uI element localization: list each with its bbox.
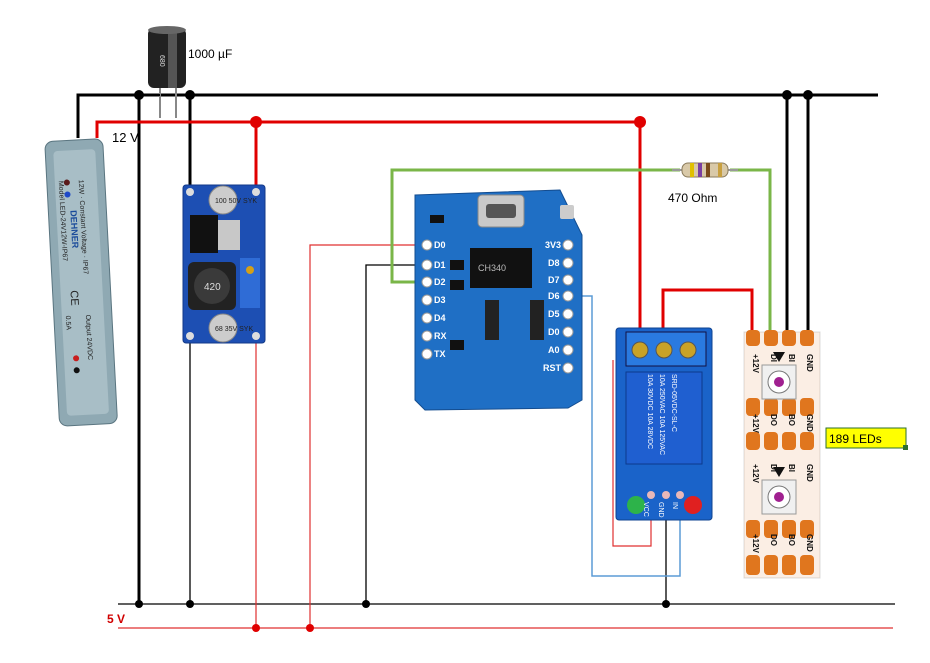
strip-label: +12V — [751, 464, 760, 484]
data-wire-blue — [568, 295, 681, 577]
d1-right-pins: 3V3 D8 D7 D6 D5 D0 A0 RST — [543, 239, 574, 374]
strip-label: BI — [787, 354, 796, 362]
d1-left-pins: D0 D1 D2 D3 D4 RX TX — [421, 239, 447, 360]
pin-label: D2 — [434, 277, 446, 287]
relay-pin-gnd: GND — [657, 502, 664, 518]
gnd-rail-top — [76, 93, 878, 604]
junction-dots — [134, 90, 813, 632]
pin-label: RX — [434, 331, 447, 341]
relay-text-3: 10A 30VDC 10A 28VDC — [646, 374, 653, 449]
inductor-label: 420 — [204, 282, 221, 293]
strip-label: BI — [787, 464, 796, 472]
power-supply: DEHNER 12W · Constant Voltage · IP67 Mod… — [44, 138, 118, 427]
led-count-label: 189 LEDs — [829, 432, 882, 446]
resistor — [672, 162, 738, 178]
capacitor-text: 680 — [158, 55, 165, 67]
psu-line1: 12W · Constant Voltage · IP67 — [77, 180, 89, 275]
d1-mini-board: CH340 D0 D1 D2 D3 D4 RX TX — [414, 189, 583, 411]
gnd-rail-bottom — [118, 264, 895, 605]
strip-label: BO — [787, 534, 796, 546]
strip-label: GND — [805, 414, 814, 432]
relay-pin-vcc: VCC — [642, 502, 649, 517]
led-count-box: 189 LEDs — [825, 427, 908, 450]
led-strip: +12V DI BI GND +12V DO BO GND +12V DI BI… — [743, 330, 821, 579]
data-wire-green — [390, 168, 772, 330]
strip-label: DO — [769, 414, 778, 426]
pin-label: RST — [543, 363, 562, 373]
pin-label: D3 — [434, 295, 446, 305]
psu-brand: DEHNER — [68, 210, 80, 249]
pin-label: D0 — [434, 240, 446, 250]
strip-label: DO — [769, 534, 778, 546]
strip-label: GND — [805, 464, 814, 482]
rail-5v — [118, 244, 893, 629]
pin-label: D7 — [548, 275, 560, 285]
strip-label: DI — [769, 354, 778, 362]
ce-mark: CE — [68, 290, 81, 306]
rail-5v-label: 5 V — [107, 612, 125, 626]
pin-label: D4 — [434, 313, 446, 323]
capacitor-label: 1000 µF — [188, 47, 232, 61]
strip-label: GND — [805, 354, 814, 372]
buck-cap-top-text: 100 50V SYK — [215, 198, 257, 205]
strip-label: DI — [769, 464, 778, 472]
pin-label: A0 — [548, 345, 560, 355]
relay-module: SRD-05VDC-SL-C 10A 250VAC 10A 125VAC 10A… — [615, 327, 713, 521]
capacitor: 680 — [139, 26, 186, 118]
pin-label: D6 — [548, 291, 560, 301]
strip-label: BO — [787, 414, 796, 426]
pin-label: D1 — [434, 260, 446, 270]
resistor-label: 470 Ohm — [668, 191, 717, 205]
psu-current: 0.5A — [64, 316, 72, 331]
pin-label: 3V3 — [545, 240, 561, 250]
pin-label: D5 — [548, 309, 560, 319]
psu-output: Output 24VDC — [84, 314, 93, 360]
buck-converter: 100 50V SYK 420 68 35V SYK — [182, 184, 266, 344]
chip-label: CH340 — [478, 263, 506, 273]
psu-model: Model LED-24V12W-IP67 — [57, 181, 68, 262]
strip-label: GND — [805, 534, 814, 552]
strip-label: +12V — [751, 354, 760, 374]
pin-label: D0 — [548, 327, 560, 337]
relay-text-1: SRD-05VDC-SL-C — [670, 374, 677, 432]
buck-cap-bottom-text: 68 35V SYK — [215, 326, 253, 333]
pin-label: TX — [434, 349, 446, 359]
relay-pin-in: IN — [671, 502, 678, 509]
pin-label: D8 — [548, 258, 560, 268]
rail-12v-label: 12 V — [112, 130, 139, 145]
rail-12v — [95, 120, 754, 330]
strip-label: +12V — [751, 534, 760, 554]
strip-label: +12V — [751, 414, 760, 434]
relay-text-2: 10A 250VAC 10A 125VAC — [658, 374, 665, 455]
